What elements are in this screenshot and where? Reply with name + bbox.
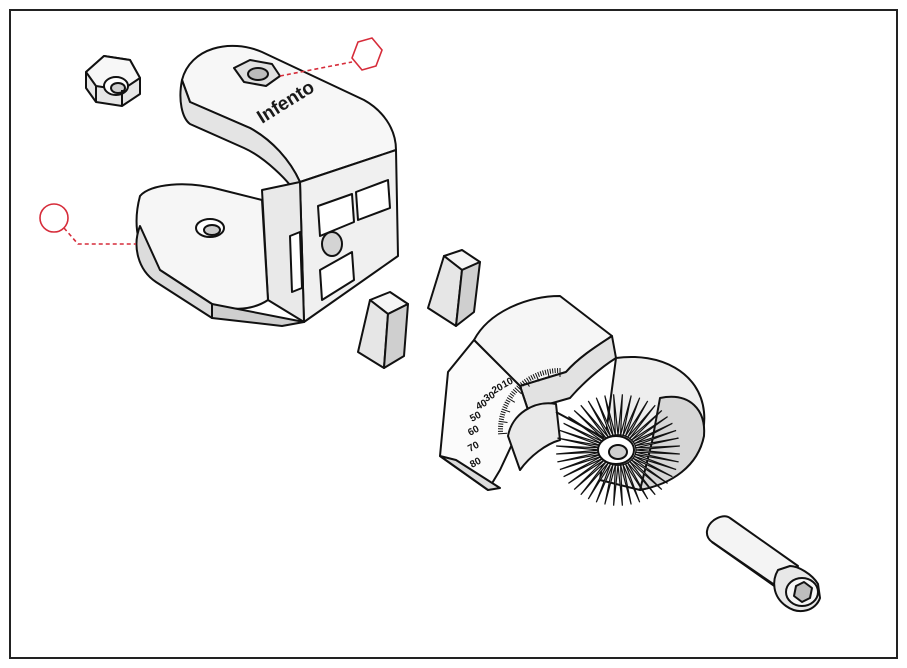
scale-label: 10 xyxy=(500,376,515,391)
socket-head-bolt xyxy=(706,515,821,613)
scale-tick xyxy=(501,408,511,413)
scale-tick xyxy=(537,371,540,377)
scale-tick xyxy=(521,380,526,386)
gear-tooth xyxy=(634,437,679,449)
gear-tooth xyxy=(622,463,641,503)
scale-tick xyxy=(518,383,523,389)
scale-tick xyxy=(509,392,515,397)
gear-tooth xyxy=(617,394,623,436)
spacer-block-right xyxy=(427,249,481,327)
scale-tick xyxy=(519,382,524,387)
scale-tick xyxy=(549,368,552,374)
scale-tick xyxy=(511,391,516,395)
scale-tick xyxy=(505,399,511,403)
scale-tick xyxy=(514,387,522,395)
scale-tick xyxy=(506,397,516,403)
scale-label: 20 xyxy=(490,382,505,397)
scale-tick xyxy=(551,368,554,374)
gear-tooth xyxy=(630,457,668,484)
scale-label: 40 xyxy=(474,398,489,413)
gear-tooth xyxy=(633,453,677,471)
gear-tooth xyxy=(635,445,680,451)
scale-label: 70 xyxy=(466,440,481,455)
scale-tick xyxy=(498,432,508,435)
scale-tick xyxy=(530,375,534,380)
round-hole-callout xyxy=(39,203,136,245)
scale-tick xyxy=(499,413,506,416)
scale-tick xyxy=(508,395,513,399)
gear-tooth xyxy=(624,462,649,500)
scale-tick xyxy=(503,403,509,407)
scale-tick xyxy=(544,369,547,375)
scale-tick xyxy=(498,418,504,421)
gear-tooth xyxy=(626,460,656,496)
scale-tick xyxy=(502,406,508,409)
scale-tick xyxy=(512,389,518,394)
gear-tooth xyxy=(624,400,649,438)
gear-tooth xyxy=(626,404,656,440)
gear-tooth xyxy=(628,459,663,490)
scale-tick xyxy=(528,376,532,382)
gear-tooth xyxy=(619,464,632,505)
scale-tick xyxy=(539,371,543,377)
scale-tick xyxy=(516,385,521,390)
scale-tick xyxy=(532,373,536,379)
gear-tooth xyxy=(613,394,619,436)
scale-tick xyxy=(499,415,505,418)
gear-tooth xyxy=(633,429,677,447)
gear-tooth xyxy=(635,449,680,455)
hinge-clamp-bracket xyxy=(135,44,399,327)
scale-label: 50 xyxy=(468,410,483,425)
scale-label: 60 xyxy=(466,424,481,439)
gear-tooth xyxy=(630,416,668,443)
scale-tick xyxy=(500,410,506,414)
scale-tick xyxy=(546,369,550,379)
scale-tick xyxy=(523,379,530,387)
hex-nut xyxy=(85,55,141,107)
scale-tick xyxy=(534,372,540,382)
scale-label: 80 xyxy=(468,456,483,471)
scale-tick xyxy=(542,370,545,376)
scale-tick xyxy=(526,377,530,383)
scale-tick xyxy=(504,401,510,405)
gear-tooth xyxy=(632,422,673,445)
hex-nut-callout xyxy=(279,37,383,77)
angle-scale-ticks xyxy=(497,368,561,435)
gear-center-boss xyxy=(555,411,635,465)
gear-tooth xyxy=(619,395,632,436)
gear-tooth xyxy=(617,464,623,506)
spacer-block-left xyxy=(357,291,409,369)
scale-tick xyxy=(498,423,504,425)
gear-tooth xyxy=(632,455,673,478)
gear-tooth xyxy=(628,410,663,441)
gear-tooth xyxy=(613,464,619,506)
gear-tooth xyxy=(634,451,679,463)
scale-tick xyxy=(498,420,508,423)
gear-tooth xyxy=(622,397,641,437)
scale-label: 30 xyxy=(482,390,497,405)
